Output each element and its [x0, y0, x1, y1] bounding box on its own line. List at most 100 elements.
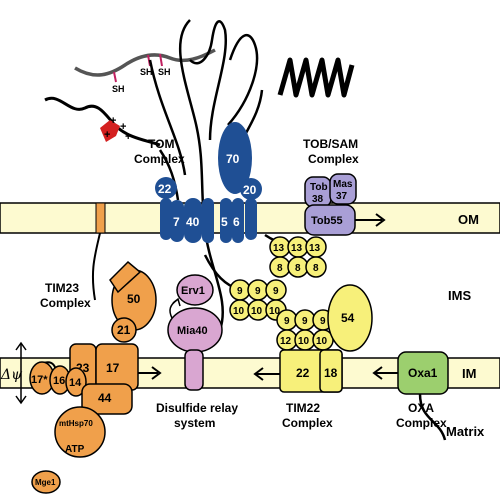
tim13-c-label: 13: [309, 243, 321, 254]
tim44-label: 44: [98, 391, 112, 405]
tim9-b-label: 9: [255, 286, 261, 297]
delta-psi-arrow-bottom: [15, 395, 27, 405]
tim16-label: 16: [53, 375, 65, 387]
tim54: [327, 284, 373, 352]
tim54-label: 54: [341, 311, 355, 325]
tim8-c-label: 8: [313, 263, 319, 274]
tim22-10b-label: 10: [316, 336, 328, 347]
tom7-label: 7: [173, 215, 180, 229]
tim17-star-label: 17*: [31, 374, 48, 386]
tim9-c-label: 9: [273, 286, 279, 297]
atp-label: ATP: [65, 444, 85, 455]
tob-title-1: TOB/SAM: [303, 137, 358, 151]
tim23-title-1: TIM23: [45, 281, 79, 295]
matrix-label: Matrix: [446, 424, 485, 439]
ims-label: IMS: [448, 288, 471, 303]
tom5: [220, 198, 232, 243]
charge-4: +: [104, 129, 110, 141]
mas37-label-1: Mas: [333, 179, 353, 190]
tim23-arrow-head: [151, 366, 162, 380]
om-label: OM: [458, 212, 479, 227]
cys-1: [113, 71, 117, 83]
tom22-label: 22: [158, 182, 172, 196]
tim23-tether: [91, 232, 101, 301]
tom6-label: 6: [233, 215, 240, 229]
tom40-left: [184, 198, 202, 243]
tim22-9b-label: 9: [302, 316, 308, 327]
tom-title-2: Complex: [134, 152, 185, 166]
sh-label-3: SH: [158, 67, 171, 77]
tom5-label: 5: [221, 215, 228, 229]
mia-arrow-head: [172, 297, 181, 307]
tim10-b-label: 10: [251, 306, 263, 317]
tob-arrow-head: [375, 213, 386, 227]
tim22-9c-label: 9: [320, 316, 326, 327]
oxa-chain: [418, 393, 447, 441]
tim50-head: [109, 260, 142, 294]
sh-label-1: SH: [112, 84, 125, 94]
tim23-om-anchor: [95, 202, 106, 234]
oxa1-label: Oxa1: [408, 366, 438, 380]
tim8-b-label: 8: [295, 263, 301, 274]
erv1-label: Erv1: [181, 285, 205, 297]
tim22-10a-label: 10: [298, 336, 310, 347]
delta-psi-arrow-top: [15, 341, 27, 351]
oxa-title-1: OXA: [408, 401, 434, 415]
tim22-arrow-head: [253, 367, 264, 381]
beta-barrel-precursor: [277, 57, 355, 98]
oxa-title-2: Complex: [396, 416, 447, 430]
tob-title-2: Complex: [308, 152, 359, 166]
tim8-a-label: 8: [277, 263, 283, 274]
sh-label-2: SH: [140, 67, 153, 77]
im-label: IM: [462, 366, 476, 381]
tim13-tim8-complex: [269, 236, 327, 278]
tim22-12-label: 12: [280, 336, 292, 347]
tim50-label: 50: [127, 292, 141, 306]
mthsp70-label: mtHsp70: [59, 419, 93, 428]
tim10-c-label: 10: [269, 306, 281, 317]
tim21: [111, 317, 137, 343]
tim8-c: [305, 256, 327, 278]
cys-3: [159, 53, 163, 67]
tom40-label: 40: [186, 215, 200, 229]
tob55-label: Tob55: [311, 215, 343, 227]
tim18: [319, 349, 343, 393]
chain-d: [227, 34, 259, 126]
tim44: [81, 383, 133, 415]
charge-3: +: [125, 131, 131, 143]
tom20-label: 20: [243, 183, 257, 197]
mia-caption-1: Disulfide relay: [156, 401, 238, 415]
presequence-helix: [100, 120, 120, 142]
chain-c: [189, 20, 228, 141]
mia-caption-2: system: [174, 416, 215, 430]
tim23-title-2: Complex: [40, 296, 91, 310]
chain-a: [148, 59, 187, 176]
mia40-label: Mia40: [177, 325, 208, 337]
tim21-label: 21: [117, 323, 131, 337]
tom40-right: [202, 198, 214, 243]
tob38-label-2: 38: [312, 194, 324, 205]
tim9-a-label: 9: [237, 286, 243, 297]
delta-psi-label: Δψ: [0, 367, 23, 383]
tom20-body: [245, 198, 257, 240]
mge1: [31, 470, 61, 494]
tim10-a-label: 10: [233, 306, 245, 317]
tim22-9a-label: 9: [284, 316, 290, 327]
tom6: [232, 198, 244, 243]
mia40-anchor: [184, 349, 204, 391]
tim17-label: 17: [106, 361, 120, 375]
mge1-label: Mge1: [35, 478, 56, 487]
tom7: [170, 200, 184, 242]
tom70: [218, 122, 252, 194]
tim13-b-label: 13: [291, 243, 303, 254]
mas37-label-2: 37: [336, 191, 348, 202]
tim22-title-1: TIM22: [286, 401, 320, 415]
tim22-small-tims: [276, 309, 334, 351]
charge-2: +: [120, 121, 126, 133]
chain-b: [178, 19, 224, 331]
tom70-label: 70: [226, 152, 240, 166]
erv1: [176, 274, 214, 306]
tom22-body: [160, 198, 172, 240]
tim14-label: 14: [69, 377, 82, 389]
tom22-head: [155, 177, 177, 199]
